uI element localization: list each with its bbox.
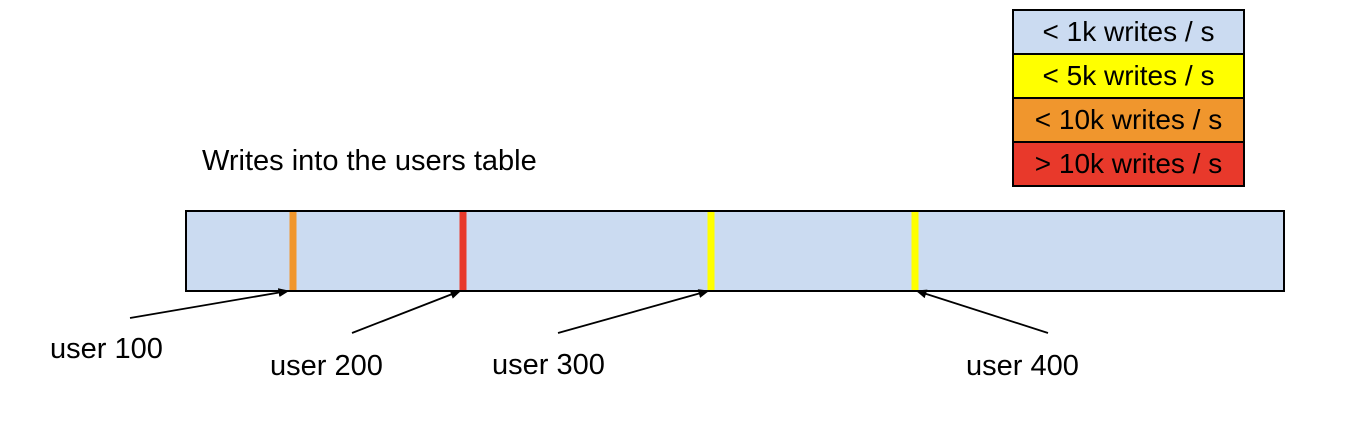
write-marker-user-300 [707, 212, 715, 290]
write-marker-user-400 [911, 212, 919, 290]
legend: < 1k writes / s < 5k writes / s < 10k wr… [1012, 9, 1245, 187]
legend-item-lt-10k: < 10k writes / s [1012, 97, 1245, 143]
user-300-label: user 300 [492, 349, 605, 381]
legend-item-label: > 10k writes / s [1034, 148, 1223, 179]
arrow-user-400 [915, 289, 1049, 334]
legend-item-gt-10k: > 10k writes / s [1012, 141, 1245, 187]
write-marker-user-100 [289, 212, 297, 290]
user-200-label: user 200 [270, 350, 383, 382]
user-100-label: user 100 [50, 333, 163, 365]
user-400-label: user 400 [966, 350, 1079, 382]
write-marker-user-200 [459, 212, 467, 290]
diagram-title: Writes into the users table [202, 145, 537, 177]
legend-item-lt-5k: < 5k writes / s [1012, 53, 1245, 99]
legend-item-label: < 10k writes / s [1034, 104, 1223, 135]
arrow-user-300 [557, 289, 710, 334]
arrow-user-200 [351, 290, 462, 334]
users-table-bar [185, 210, 1285, 292]
arrow-user-100 [129, 288, 290, 319]
legend-item-label: < 5k writes / s [1042, 60, 1215, 91]
legend-item-lt-1k: < 1k writes / s [1012, 9, 1245, 55]
legend-item-label: < 1k writes / s [1042, 16, 1215, 47]
